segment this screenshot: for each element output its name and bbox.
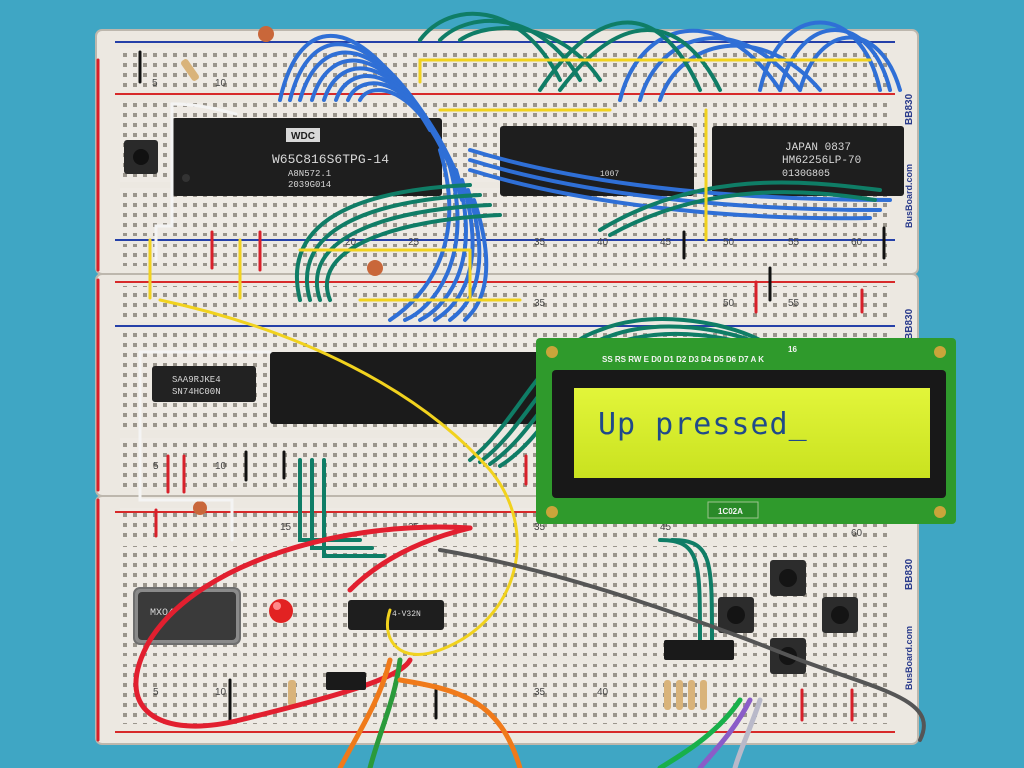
capacitor-top bbox=[258, 26, 274, 42]
cpu-label: W65C816S6TPG-14 bbox=[272, 152, 389, 167]
push-button-2 bbox=[718, 597, 754, 633]
svg-text:40: 40 bbox=[597, 687, 609, 698]
busboard-label-bottom: BusBoard.com bbox=[904, 626, 914, 690]
oscillator-label: MXO4 bbox=[150, 608, 174, 619]
svg-text:15: 15 bbox=[280, 522, 292, 533]
capacitor-bottom bbox=[193, 501, 207, 515]
via-chip bbox=[270, 352, 550, 424]
lcd-screen bbox=[574, 388, 930, 478]
svg-text:35: 35 bbox=[534, 687, 546, 698]
resistor-array bbox=[664, 680, 707, 710]
bb830-label-middle: BB830 bbox=[904, 308, 915, 340]
svg-text:20: 20 bbox=[345, 237, 357, 248]
power-jumpers bbox=[96, 50, 886, 742]
svg-text:35: 35 bbox=[534, 522, 546, 533]
yellow-wires bbox=[148, 58, 872, 656]
header-connector-2 bbox=[664, 640, 734, 660]
logic-label-2: SN74HC00N bbox=[172, 387, 221, 397]
cpu-label-3: 2039G014 bbox=[288, 180, 331, 190]
ram-label-3: 0130G805 bbox=[782, 169, 830, 180]
red-led bbox=[269, 599, 293, 623]
gray-long-wire bbox=[438, 548, 926, 742]
white-wires bbox=[138, 102, 272, 542]
svg-text:50: 50 bbox=[723, 298, 735, 309]
lcd-pin-labels: SS RS RW E D0 D1 D2 D3 D4 D5 D6 D7 A K bbox=[602, 355, 764, 364]
svg-text:60: 60 bbox=[851, 528, 863, 539]
svg-text:40: 40 bbox=[597, 237, 609, 248]
resistor-top bbox=[181, 59, 199, 81]
push-button-top bbox=[124, 140, 158, 174]
svg-text:45: 45 bbox=[660, 522, 672, 533]
bb830-label-top: BB830 bbox=[904, 93, 915, 125]
logic-label-1: SAA9RJKE4 bbox=[172, 375, 221, 385]
busboard-label-top: BusBoard.com bbox=[904, 164, 914, 228]
bb830-label-bottom: BB830 bbox=[904, 558, 915, 590]
svg-text:60: 60 bbox=[851, 237, 863, 248]
logic-chip: SAA9RJKE4 SN74HC00N bbox=[152, 366, 256, 402]
svg-text:55: 55 bbox=[788, 237, 800, 248]
header-connector bbox=[326, 672, 366, 690]
bottom-ribbon-wires bbox=[337, 657, 763, 768]
rom-label: 1007 bbox=[600, 170, 619, 179]
cpu-chip: WDC W65C816S6TPG-14 A8N572.1 2039G014 bbox=[172, 118, 442, 196]
lcd-module: SS RS RW E D0 D1 D2 D3 D4 D5 D6 D7 A K 1… bbox=[536, 338, 956, 524]
push-button-3 bbox=[822, 597, 858, 633]
capacitor-mid bbox=[367, 260, 383, 276]
lcd-display-text: Up pressed_ bbox=[598, 407, 808, 442]
svg-text:45: 45 bbox=[660, 237, 672, 248]
lcd-pin-count: 16 bbox=[788, 345, 797, 354]
svg-text:35: 35 bbox=[534, 237, 546, 248]
push-button-1 bbox=[770, 560, 806, 596]
red-long-wire bbox=[133, 524, 473, 729]
resistor-bottom-left bbox=[288, 680, 296, 706]
svg-text:25: 25 bbox=[408, 237, 420, 248]
cpu-label-2: A8N572.1 bbox=[288, 169, 331, 179]
lcd-model-label: 1C02A bbox=[718, 507, 743, 516]
uart-label: 4-V32N bbox=[392, 610, 421, 619]
ram-chip: JAPAN 0837 HM62256LP-70 0130G805 bbox=[712, 126, 904, 196]
ram-label-1: JAPAN 0837 bbox=[785, 142, 851, 154]
svg-text:10: 10 bbox=[215, 461, 227, 472]
ram-label-2: HM62256LP-70 bbox=[782, 155, 861, 167]
svg-text:10: 10 bbox=[215, 687, 227, 698]
cpu-logo: WDC bbox=[291, 131, 315, 142]
blue-wire-bundle bbox=[278, 20, 902, 322]
svg-text:50: 50 bbox=[723, 237, 735, 248]
uart-chip: 4-V32N bbox=[348, 600, 444, 630]
svg-text:5: 5 bbox=[153, 687, 159, 698]
svg-text:55: 55 bbox=[788, 298, 800, 309]
svg-text:5: 5 bbox=[153, 461, 159, 472]
column-numbers-middle: 5 10 35 50 55 bbox=[153, 298, 800, 472]
svg-text:35: 35 bbox=[534, 298, 546, 309]
svg-text:10: 10 bbox=[215, 78, 227, 89]
column-numbers-top: 5 10 20 25 35 40 45 50 55 60 bbox=[152, 78, 863, 248]
oscillator: MXO4 bbox=[133, 587, 241, 645]
svg-text:5: 5 bbox=[152, 78, 158, 89]
